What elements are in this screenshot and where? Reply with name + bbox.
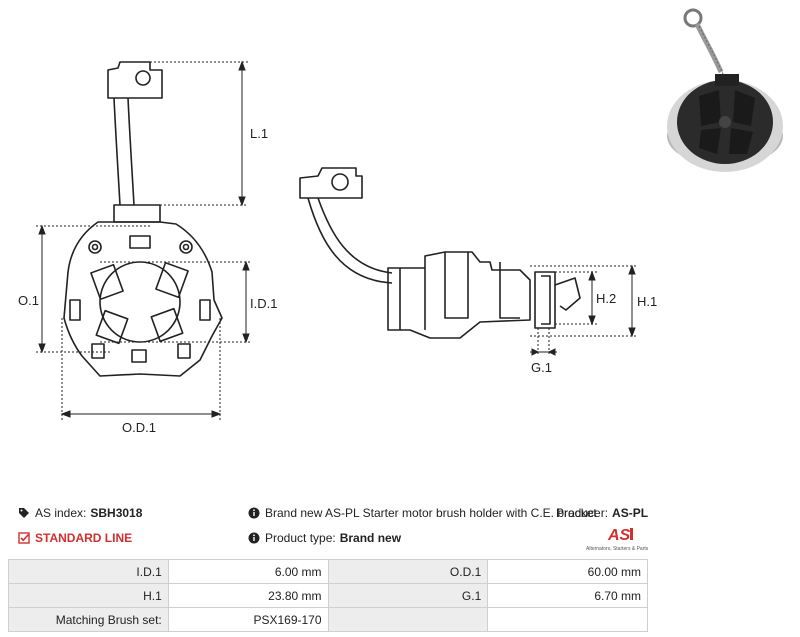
as-pl-logo: AS Alternators, Starters & Parts bbox=[586, 527, 649, 552]
description-row: Brand new AS-PL Starter motor brush hold… bbox=[248, 506, 597, 520]
checkbox-check-icon bbox=[18, 532, 30, 544]
label-g1: G.1 bbox=[531, 360, 552, 375]
side-view bbox=[299, 167, 581, 339]
label-id1: I.D.1 bbox=[250, 296, 277, 311]
param-key: O.D.1 bbox=[327, 559, 489, 584]
product-type-label: Product type: bbox=[265, 531, 336, 545]
description-text: Brand new AS-PL Starter motor brush hold… bbox=[265, 506, 597, 520]
param-value: 6.70 mm bbox=[487, 583, 648, 608]
as-index-value: SBH3018 bbox=[90, 506, 143, 520]
standard-line-label: STANDARD LINE bbox=[35, 531, 133, 545]
param-value: 60.00 mm bbox=[487, 559, 648, 584]
standard-line-row: STANDARD LINE bbox=[18, 531, 132, 545]
label-od1: O.D.1 bbox=[122, 420, 156, 435]
info-circle-icon bbox=[248, 507, 260, 519]
producer-value: AS-PL bbox=[612, 506, 649, 520]
param-key: G.1 bbox=[327, 583, 489, 608]
param-value: PSX169-170 bbox=[167, 607, 329, 632]
brush-holder-plate bbox=[63, 221, 223, 377]
as-index-row: AS index: SBH3018 bbox=[18, 506, 142, 520]
table-row: Matching Brush set: PSX169-170 bbox=[8, 607, 648, 632]
label-l1: L.1 bbox=[250, 126, 268, 141]
parameters-table: I.D.1 6.00 mm O.D.1 60.00 mm H.1 23.80 m… bbox=[8, 559, 648, 632]
tag-icon bbox=[19, 508, 29, 518]
producer-row: Producer: AS-PL bbox=[556, 506, 648, 520]
svg-text:Alternators, Starters & Parts: Alternators, Starters & Parts bbox=[586, 546, 649, 552]
lead-wire bbox=[113, 97, 135, 206]
label-o1: O.1 bbox=[18, 293, 39, 308]
label-h2: H.2 bbox=[596, 291, 616, 306]
terminal-lug bbox=[107, 61, 163, 99]
label-h1: H.1 bbox=[637, 294, 657, 309]
svg-text:AS: AS bbox=[607, 527, 631, 544]
producer-label: Producer: bbox=[556, 506, 609, 520]
product-type-row: Product type: Brand new bbox=[248, 531, 401, 545]
product-type-value: Brand new bbox=[339, 531, 402, 545]
param-key: Matching Brush set: bbox=[8, 607, 169, 632]
technical-drawing: L.1 O.1 I.D.1 O.D.1 H.2 H.1 G.1 bbox=[18, 60, 657, 435]
param-value: 23.80 mm bbox=[167, 583, 329, 608]
param-key: I.D.1 bbox=[8, 559, 169, 584]
param-key bbox=[327, 607, 489, 632]
product-photo bbox=[667, 8, 783, 172]
table-row: I.D.1 6.00 mm O.D.1 60.00 mm bbox=[8, 559, 648, 584]
param-key: H.1 bbox=[8, 583, 169, 608]
table-row: H.1 23.80 mm G.1 6.70 mm bbox=[8, 583, 648, 608]
param-value bbox=[487, 607, 648, 632]
as-index-label: AS index: bbox=[35, 506, 87, 520]
param-value: 6.00 mm bbox=[167, 559, 329, 584]
info-circle-icon bbox=[248, 532, 260, 544]
